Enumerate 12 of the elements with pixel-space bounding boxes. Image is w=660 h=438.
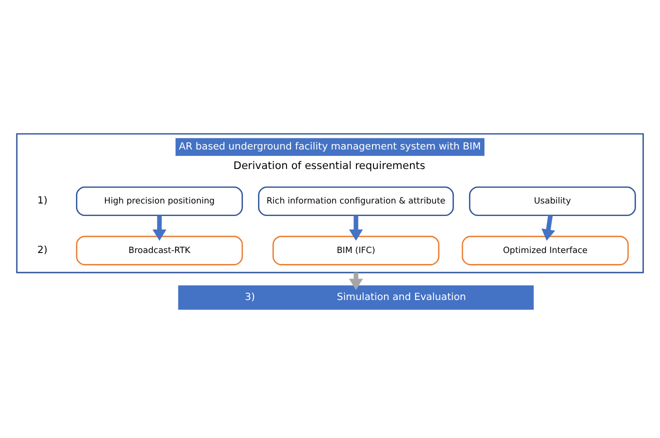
node-box: High precision positioning: [76, 186, 243, 216]
arrow: [349, 216, 363, 241]
arrow: [152, 216, 166, 241]
label: 2): [37, 244, 48, 256]
label: 1): [37, 196, 48, 207]
node-box: Optimized Interface: [462, 236, 629, 266]
node-box: 3) Simulation and Evaluation: [178, 285, 534, 310]
arrow: [541, 215, 556, 241]
node-box: BIM (IFC): [272, 236, 440, 266]
node-box: Usability: [469, 186, 636, 216]
node-box: Broadcast-RTK: [76, 236, 243, 266]
node-box: Rich information configuration & attribute: [258, 186, 454, 216]
